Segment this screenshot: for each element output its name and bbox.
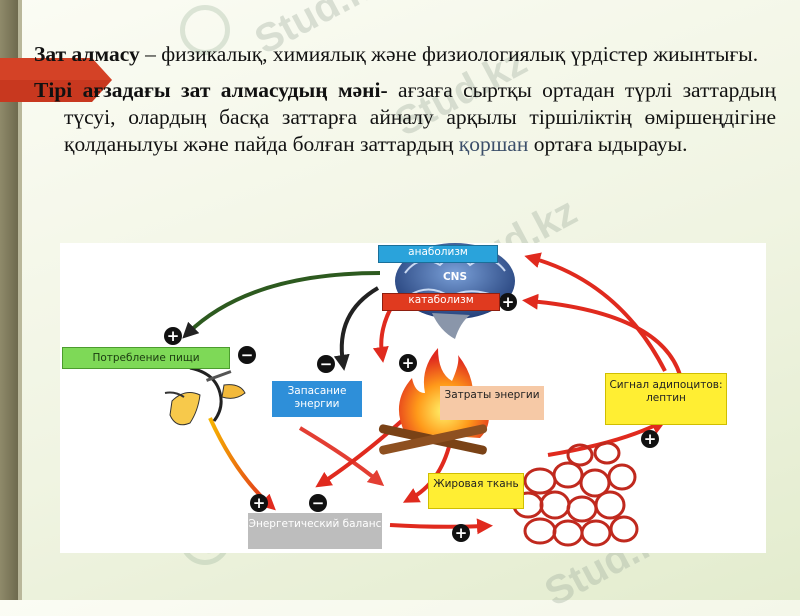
food-intake-label: Потребление пищи — [92, 352, 200, 364]
anabolism-box: анаболизм — [378, 245, 498, 263]
svg-text:+: + — [253, 494, 266, 512]
plus-sign-icon: + — [250, 494, 268, 512]
fat-tissue-box: Жировая ткань — [428, 473, 524, 509]
svg-text:−: − — [241, 346, 254, 364]
plus-sign-icon: + — [452, 524, 470, 542]
food-intake-box: Потребление пищи — [62, 347, 230, 369]
energy-expense-label: Затраты энергии — [444, 389, 540, 401]
plus-sign-icon: + — [399, 354, 417, 372]
minus-sign-icon: − — [238, 346, 256, 364]
definition-text: – физикалық, химиялық және физиологиялық… — [139, 42, 759, 66]
significance-text-2: ортаға ыдырауы. — [528, 132, 688, 156]
leptin-signal-label: Сигнал адипоцитов: лептин — [609, 379, 723, 404]
definition-paragraph: Зат алмасу – физикалық, химиялық және фи… — [34, 41, 776, 68]
cns-label-box: CNS — [435, 271, 475, 285]
watermark-logo-icon — [180, 5, 230, 55]
left-decorative-bar — [0, 0, 18, 600]
svg-text:+: + — [455, 524, 468, 542]
anabolism-label: анаболизм — [408, 246, 468, 258]
plus-sign-icon: + — [641, 430, 659, 448]
energy-storage-box: Запасание энергии — [272, 381, 362, 417]
significance-text-1: ағзаға сыртқы ортадан түрлі заттардың тү… — [64, 78, 776, 156]
energy-expense-box: Затраты энергии — [440, 386, 544, 420]
svg-text:+: + — [644, 430, 657, 448]
fat-tissue-label: Жировая ткань — [433, 478, 519, 490]
significance-term: Тірі ағзадағы зат алмасудың мәні- — [34, 78, 388, 102]
svg-text:+: + — [402, 354, 415, 372]
energy-storage-label: Запасание энергии — [287, 385, 347, 410]
metabolism-diagram: + − − + + + + − + анаболизм CNS катаболи… — [60, 243, 766, 553]
svg-text:−: − — [320, 355, 333, 373]
minus-sign-icon: − — [317, 355, 335, 373]
svg-text:+: + — [502, 293, 515, 311]
significance-paragraph: Тірі ағзадағы зат алмасудың мәні- ағзаға… — [34, 77, 776, 158]
definition-term: Зат алмасу — [34, 42, 140, 66]
left-decorative-stripe — [18, 0, 22, 600]
energy-balance-label: Энергетический баланс — [248, 518, 382, 530]
catabolism-box: катаболизм — [382, 293, 500, 311]
minus-sign-icon: − — [309, 494, 327, 512]
plus-sign-icon: + — [164, 327, 182, 345]
cns-label: CNS — [442, 271, 468, 283]
fat-tissue-icon — [512, 441, 639, 547]
svg-text:+: + — [167, 327, 180, 345]
slide-text: Зат алмасу – физикалық, химиялық және фи… — [34, 41, 776, 167]
leptin-signal-box: Сигнал адипоцитов: лептин — [605, 373, 727, 425]
energy-balance-box: Энергетический баланс — [248, 513, 382, 549]
red-arrow-bullet-icon — [0, 58, 112, 102]
catabolism-label: катаболизм — [408, 294, 474, 306]
plus-sign-icon: + — [499, 293, 517, 311]
significance-highlight: қоршан — [458, 132, 529, 156]
person-eating-icon — [164, 366, 246, 426]
svg-text:−: − — [312, 494, 325, 512]
